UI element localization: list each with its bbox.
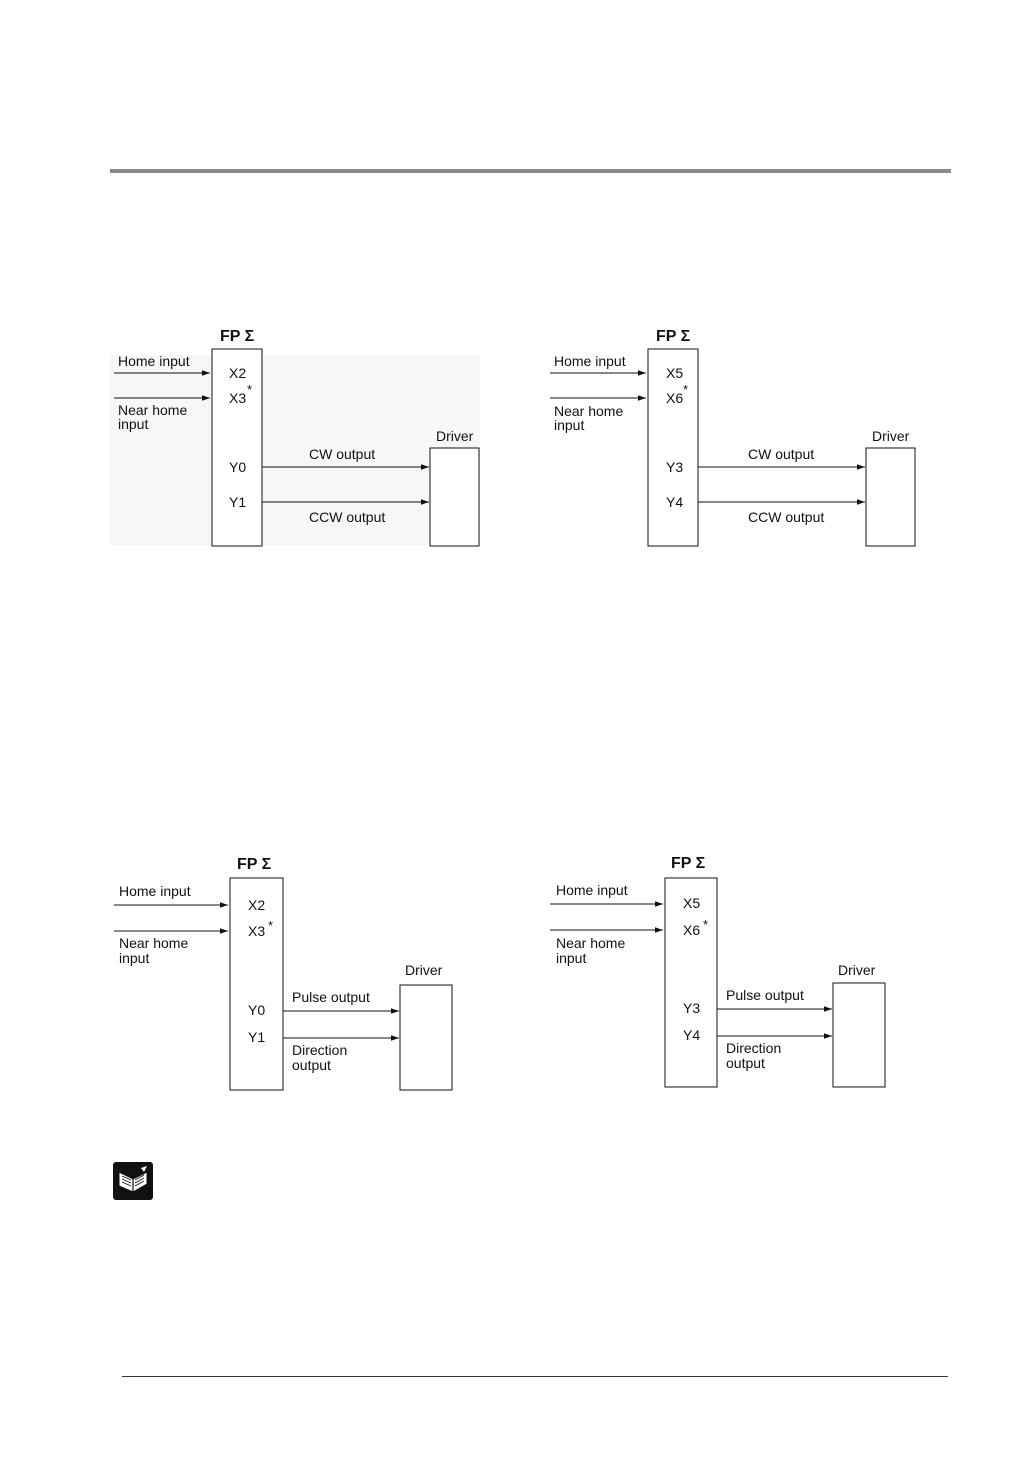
out1-label: CW output: [309, 446, 375, 462]
pin-out1: Y3: [683, 1000, 700, 1016]
diagram-pulse-dir-ch0: FP Σ Home input Near home input X2 X3 * …: [114, 856, 453, 1091]
asterisk: *: [703, 917, 708, 932]
out2-label: Direction: [726, 1040, 781, 1056]
pin-home: X2: [248, 897, 265, 913]
book-icon: [113, 1162, 153, 1200]
diagram-cw-ccw-ch2: FP Σ Home input Near home input X5 X6 * …: [550, 328, 916, 547]
pin-home: X5: [683, 895, 700, 911]
out1-label: CW output: [748, 446, 814, 462]
near-home-label-2: input: [118, 416, 148, 432]
plc-title: FP Σ: [237, 856, 272, 873]
pin-out2: Y1: [229, 494, 246, 510]
near-home-label-2: input: [556, 950, 586, 966]
bottom-rule: [122, 1376, 948, 1377]
out2-label: Direction: [292, 1042, 347, 1058]
near-home-label-2: input: [119, 950, 149, 966]
pin-out2: Y4: [683, 1027, 700, 1043]
driver-label: Driver: [838, 962, 876, 978]
pin-out1: Y0: [248, 1002, 265, 1018]
asterisk: *: [268, 918, 273, 933]
pin-home: X2: [229, 365, 246, 381]
pin-home: X5: [666, 365, 683, 381]
pin-out1: Y3: [666, 459, 683, 475]
diagram-cw-ccw-ch0: FP Σ Home input Near home input X2 X3 * …: [110, 328, 480, 547]
pin-near-home: X6: [666, 390, 683, 406]
pin-out1: Y0: [229, 459, 246, 475]
pin-near-home: X3: [248, 923, 265, 939]
home-input-label: Home input: [119, 883, 191, 899]
pin-out2: Y1: [248, 1029, 265, 1045]
near-home-label: Near home: [119, 935, 188, 951]
plc-title: FP Σ: [220, 328, 255, 345]
asterisk: *: [683, 382, 688, 397]
home-input-label: Home input: [556, 882, 628, 898]
home-input-label: Home input: [118, 353, 190, 369]
out2-label-2: output: [292, 1057, 331, 1073]
out1-label: Pulse output: [292, 989, 370, 1005]
diagram-pulse-dir-ch2: FP Σ Home input Near home input X5 X6 * …: [550, 855, 886, 1088]
pin-near-home: X3: [229, 390, 246, 406]
plc-title: FP Σ: [671, 855, 706, 872]
near-home-label: Near home: [556, 935, 625, 951]
top-rule: [110, 169, 951, 173]
out2-label: CCW output: [309, 509, 385, 525]
pin-near-home: X6: [683, 922, 700, 938]
plc-title: FP Σ: [656, 328, 691, 345]
driver-label: Driver: [436, 428, 474, 444]
asterisk: *: [247, 382, 252, 397]
out1-label: Pulse output: [726, 987, 804, 1003]
near-home-label: Near home: [554, 403, 623, 419]
driver-label: Driver: [872, 428, 910, 444]
pin-out2: Y4: [666, 494, 683, 510]
near-home-label-2: input: [554, 417, 584, 433]
home-input-label: Home input: [554, 353, 626, 369]
near-home-label: Near home: [118, 402, 187, 418]
driver-label: Driver: [405, 962, 443, 978]
out2-label: CCW output: [748, 509, 824, 525]
out2-label-2: output: [726, 1055, 765, 1071]
